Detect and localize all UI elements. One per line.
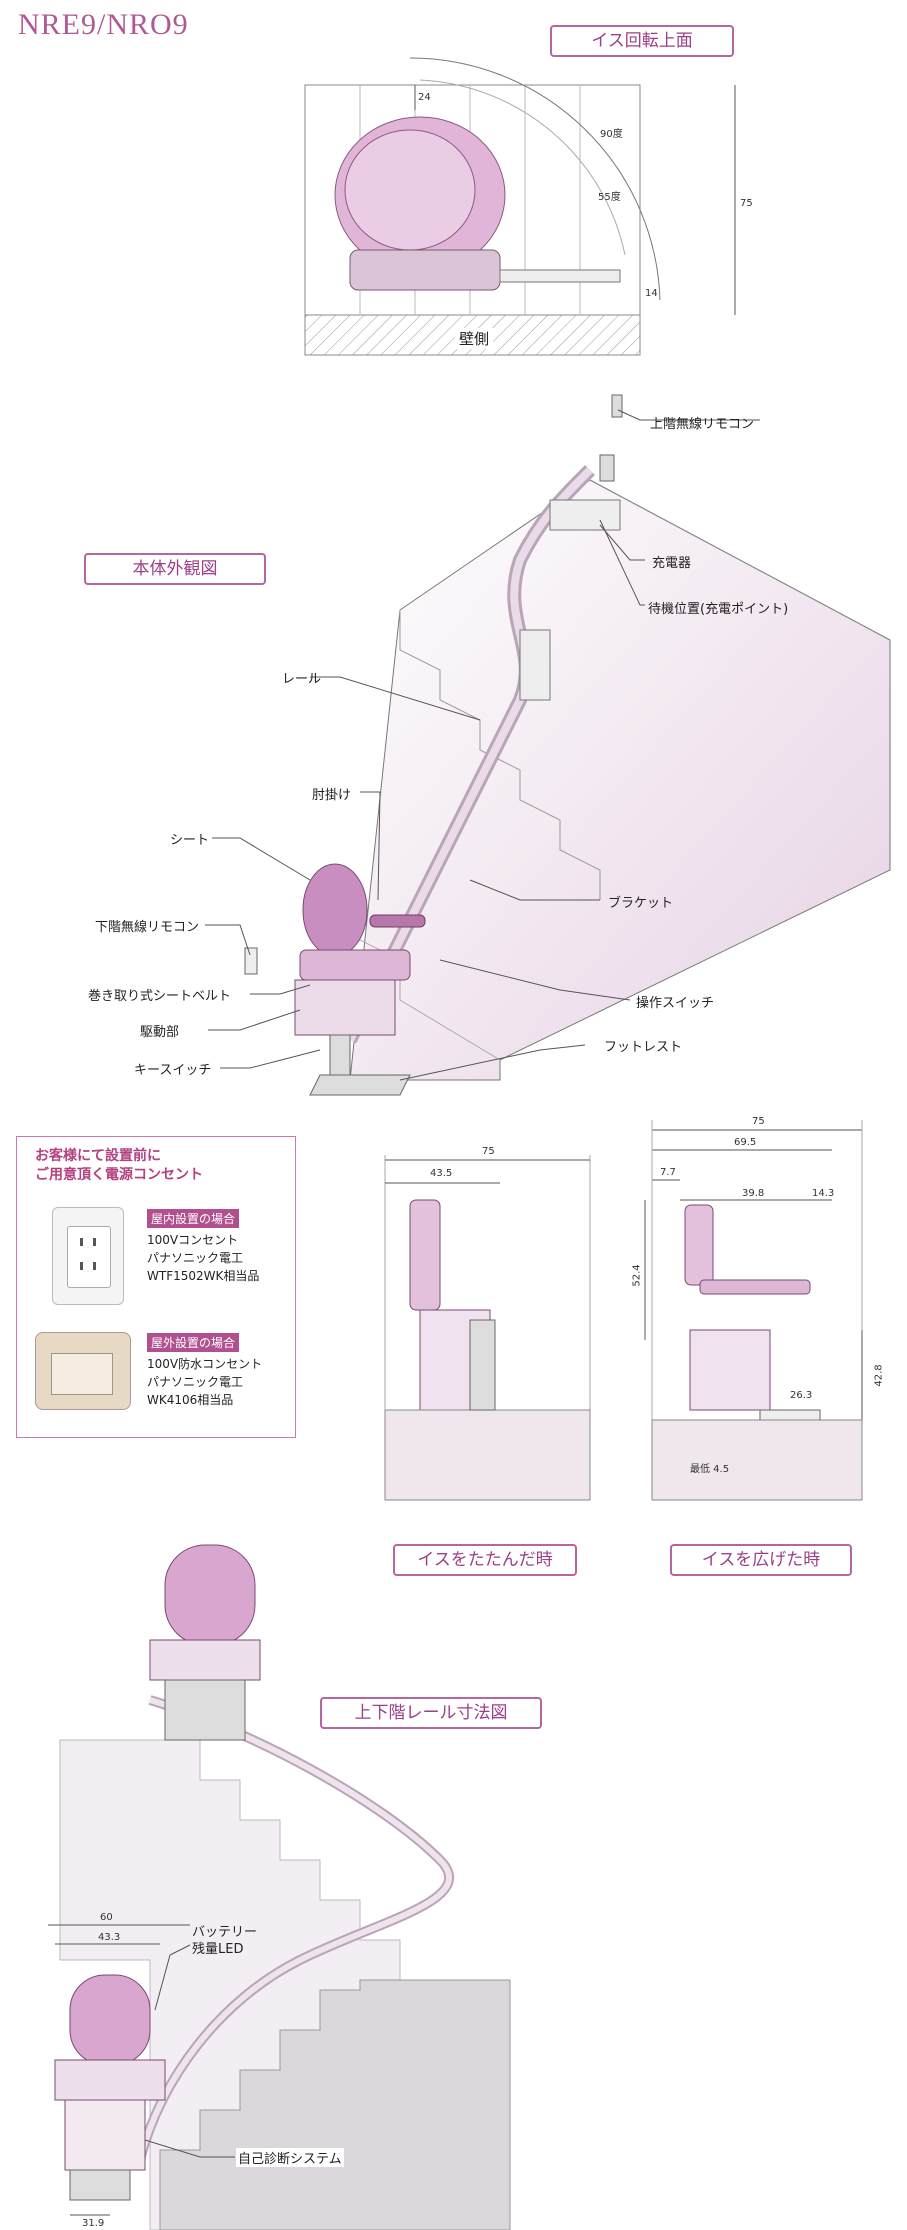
battery-line2: 残量LED <box>192 1942 244 1957</box>
outdoor-line1: 100V防水コンセント <box>147 1357 263 1371</box>
unfolded-dim-75: 75 <box>752 1116 765 1127</box>
unfolded-dim-263: 26.3 <box>790 1390 813 1401</box>
outdoor-spec: 100V防水コンセント パナソニック電工 WK4106相当品 <box>147 1355 262 1409</box>
unfolded-dim-143: 14.3 <box>812 1188 835 1199</box>
wall-side-label: 壁側 <box>455 328 494 349</box>
label-footrest: フットレスト <box>604 1040 683 1055</box>
exterior-diagram <box>244 394 891 1096</box>
outdoor-line2: パナソニック電工 <box>147 1375 244 1389</box>
battery-line1: バッテリー <box>192 1925 258 1940</box>
dim-75: 75 <box>740 198 753 209</box>
outlet-heading-line1: お客様にて設置前に <box>35 1148 161 1164</box>
dim-14: 14 <box>645 288 658 299</box>
outdoor-outlet-image <box>35 1332 131 1410</box>
model-title: NRE9/NRO9 <box>18 8 189 41</box>
indoor-line2: パナソニック電工 <box>147 1251 244 1265</box>
outlet-info-box: お客様にて設置前に ご用意頂く電源コンセント 屋内設置の場合 100Vコンセント… <box>16 1136 296 1438</box>
outdoor-tag: 屋外設置の場合 <box>147 1333 240 1352</box>
label-operation-switch: 操作スイッチ <box>636 996 715 1011</box>
label-belt: 巻き取り式シートベルト <box>88 989 232 1004</box>
indoor-outlet-image <box>52 1207 124 1305</box>
indoor-line3: WTF1502WK相当品 <box>147 1269 260 1283</box>
outlet-heading-line2: ご用意頂く電源コンセント <box>35 1167 203 1183</box>
dim-90deg: 90度 <box>600 129 623 140</box>
outdoor-line3: WK4106相当品 <box>147 1393 234 1407</box>
leader-lines <box>205 409 760 1081</box>
unfolded-dim-77: 7.7 <box>660 1167 676 1178</box>
folded-dim-435: 43.5 <box>430 1168 453 1179</box>
unfolded-dim-695: 69.5 <box>734 1137 757 1148</box>
rail-diagram <box>48 1544 511 2230</box>
folded-dim-75: 75 <box>482 1146 495 1157</box>
rail-dim-433: 43.3 <box>98 1932 121 1943</box>
label-battery-led: バッテリー 残量LED <box>192 1924 257 1958</box>
label-seat: シート <box>170 833 210 848</box>
indoor-spec: 100Vコンセント パナソニック電工 WTF1502WK相当品 <box>147 1231 259 1285</box>
label-armrest: 肘掛け <box>312 788 352 803</box>
rail-dim-60: 60 <box>100 1912 113 1923</box>
label-bracket: ブラケット <box>608 896 674 911</box>
label-lower-remote: 下階無線リモコン <box>95 920 200 935</box>
label-standby: 待機位置(充電ポイント) <box>648 602 789 617</box>
section-title-exterior: 本体外観図 <box>84 553 266 585</box>
rotation-diagram <box>304 57 736 356</box>
dim-24: 24 <box>418 92 431 103</box>
unfolded-dim-398: 39.8 <box>742 1188 765 1199</box>
dim-55deg: 55度 <box>598 192 621 203</box>
label-rail: レール <box>282 672 322 687</box>
unfolded-dim-524: 52.4 <box>631 1264 643 1287</box>
indoor-line1: 100Vコンセント <box>147 1233 239 1247</box>
section-title-unfolded: イスを広げた時 <box>670 1544 852 1576</box>
unfolded-dim-428: 42.8 <box>873 1364 885 1387</box>
section-title-rotation: イス回転上面 <box>550 25 734 57</box>
label-charger: 充電器 <box>652 556 692 571</box>
unfolded-dim-note: 最低 4.5 <box>690 1464 730 1475</box>
section-title-folded: イスをたたんだ時 <box>393 1544 577 1576</box>
label-self-diagnosis: 自己診断システム <box>236 2148 344 2167</box>
rail-dim-319: 31.9 <box>82 2218 105 2229</box>
section-title-rail-dims: 上下階レール寸法図 <box>320 1697 542 1729</box>
unfolded-chair-diagram <box>644 1120 863 1501</box>
label-upper-remote: 上階無線リモコン <box>650 417 755 432</box>
outlet-heading: お客様にて設置前に ご用意頂く電源コンセント <box>35 1147 203 1185</box>
indoor-tag: 屋内設置の場合 <box>147 1209 240 1228</box>
label-key-switch: キースイッチ <box>134 1063 212 1078</box>
label-drive: 駆動部 <box>140 1025 180 1040</box>
folded-chair-diagram <box>384 1155 591 1501</box>
